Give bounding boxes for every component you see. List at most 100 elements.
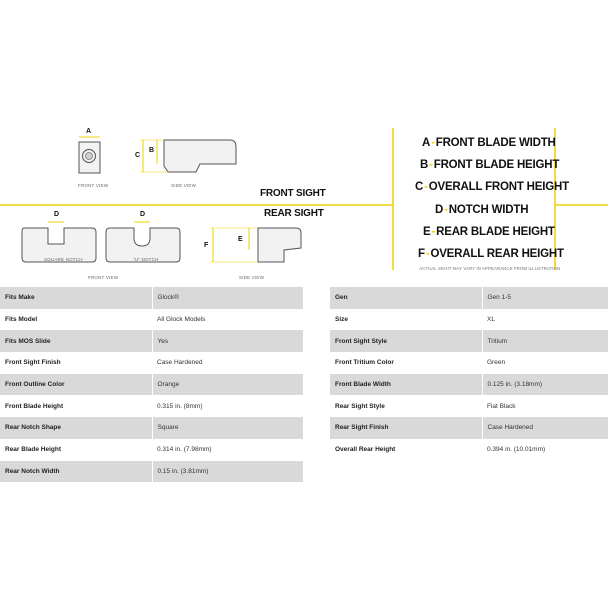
- table-row: Rear Blade Height 0.314 in. (7.98mm): [0, 439, 303, 461]
- legend-dash: -: [431, 137, 435, 149]
- rear-front-view-label: FRONT VIEW: [88, 275, 119, 280]
- spec-key: Front Tritium Color: [335, 359, 394, 367]
- dim-d-square-label: D: [54, 211, 60, 218]
- front-view-label: FRONT VIEW: [78, 183, 109, 188]
- table-row: Size XL: [330, 309, 608, 331]
- dim-a-label: A: [86, 128, 92, 135]
- legend-item: E-REAR BLADE HEIGHT: [423, 223, 555, 241]
- table-row: Rear Sight Finish Case Hardened: [330, 417, 608, 439]
- legend-item: A-FRONT BLADE WIDTH: [422, 134, 556, 152]
- legend-text: OVERALL REAR HEIGHT: [430, 248, 564, 260]
- dim-b-label: B: [149, 147, 155, 154]
- table-row: Front Blade Height 0.315 in. (8mm): [0, 395, 303, 417]
- legend-text: OVERALL FRONT HEIGHT: [428, 181, 569, 193]
- rear-sight-square-notch: [21, 221, 97, 263]
- table-row: Rear Notch Width 0.15 in. (3.81mm): [0, 460, 303, 483]
- front-sight-title: FRONT SIGHT: [260, 188, 326, 199]
- spec-key: Size: [335, 316, 349, 324]
- spec-value: Tritium: [481, 330, 608, 353]
- legend-disclaimer: ACTUAL SIGHT MAY VARY IN APPEARANCE FROM…: [419, 266, 561, 271]
- spec-value: XL: [487, 316, 495, 324]
- spec-key: Rear Sight Style: [335, 402, 385, 410]
- spec-key: Front Outline Color: [0, 373, 152, 396]
- dim-f-label: F: [204, 242, 209, 249]
- spec-key: Fits MOS Slide: [0, 330, 152, 353]
- spec-key: Gen: [330, 287, 482, 309]
- sight-diagram: A B C D D E F FRONT VIEW SIDE VIEW SQUAR…: [0, 0, 608, 290]
- legend-dash: -: [425, 248, 430, 260]
- spec-key: Front Sight Style: [330, 330, 482, 353]
- legend-dash: -: [424, 181, 428, 193]
- legend-item: C-OVERALL FRONT HEIGHT: [415, 178, 569, 196]
- spec-key: Rear Notch Shape: [0, 417, 152, 439]
- legend-text: FRONT BLADE HEIGHT: [433, 159, 560, 171]
- spec-key: Overall Rear Height: [335, 446, 396, 454]
- spec-value: All Glock Models: [157, 316, 206, 324]
- legend-item: D-NOTCH WIDTH: [435, 201, 529, 219]
- spec-value: Flat Black: [487, 402, 516, 410]
- table-row: Gen Gen 1-5: [330, 287, 608, 309]
- spec-key: Front Blade Height: [5, 402, 64, 410]
- spec-value: Glock®: [151, 287, 303, 309]
- legend-dash: -: [431, 226, 436, 238]
- spec-key: Front Sight Finish: [5, 359, 61, 367]
- rear-sight-u-notch: [105, 221, 181, 263]
- dim-d-u-label: D: [140, 211, 146, 218]
- rear-sight-title: REAR SIGHT: [264, 208, 324, 219]
- front-sight-side-view: [140, 139, 237, 173]
- table-row: Front Sight Finish Case Hardened: [0, 352, 303, 374]
- spec-value: 0.314 in. (7.98mm): [157, 446, 212, 454]
- sight-diagram-drawing: [0, 128, 608, 270]
- table-row: Fits Model All Glock Models: [0, 309, 303, 331]
- legend-text: REAR BLADE HEIGHT: [436, 226, 555, 238]
- table-row: Front Blade Width 0.125 in. (3.18mm): [330, 373, 608, 396]
- spec-value: Case Hardened: [157, 359, 203, 367]
- dim-c-label: C: [135, 152, 141, 159]
- table-row: Front Sight Style Tritium: [330, 330, 608, 353]
- spec-value: 0.315 in. (8mm): [157, 402, 203, 410]
- spec-value: Square: [151, 417, 303, 439]
- spec-value: Yes: [151, 330, 303, 353]
- spec-value: Orange: [151, 373, 303, 396]
- u-notch-label: "U" NOTCH: [133, 257, 159, 262]
- spec-key: Rear Blade Height: [5, 446, 61, 454]
- spec-key: Fits Model: [5, 316, 38, 324]
- legend-letter: A: [422, 137, 431, 149]
- front-sight-front-view: [78, 136, 101, 174]
- legend-letter: F: [418, 248, 425, 260]
- spec-value: Green: [487, 359, 506, 367]
- spec-value: Case Hardened: [481, 417, 608, 439]
- dim-e-label: E: [238, 236, 243, 243]
- spec-value: Gen 1-5: [481, 287, 608, 309]
- table-row: Front Outline Color Orange: [0, 373, 303, 396]
- legend-item: F-OVERALL REAR HEIGHT: [418, 245, 564, 263]
- table-row: Fits Make Glock®: [0, 287, 303, 309]
- legend-dash: -: [444, 204, 448, 216]
- legend-letter: C: [415, 181, 424, 193]
- spec-value: 0.394 in. (10.01mm): [487, 446, 546, 454]
- legend-item: B-FRONT BLADE HEIGHT: [420, 156, 559, 174]
- spec-table-right: Gen Gen 1-5 Size XL Front Sight Style Tr…: [330, 287, 608, 461]
- spec-table-left: Fits Make Glock® Fits Model All Glock Mo…: [0, 287, 303, 483]
- table-row: Fits MOS Slide Yes: [0, 330, 303, 353]
- spec-key: Front Blade Width: [330, 373, 482, 396]
- legend-letter: B: [420, 159, 429, 171]
- square-notch-label: SQUARE NOTCH: [44, 257, 83, 262]
- side-view-label: SIDE VIEW: [171, 183, 197, 188]
- table-row: Rear Sight Style Flat Black: [330, 395, 608, 417]
- table-row: Front Tritium Color Green: [330, 352, 608, 374]
- spec-value: 0.125 in. (3.18mm): [481, 373, 608, 396]
- table-row: Overall Rear Height 0.394 in. (10.01mm): [330, 439, 608, 461]
- legend-text: FRONT BLADE WIDTH: [435, 137, 556, 149]
- rear-side-view-label: SIDE VIEW: [239, 275, 265, 280]
- spec-key: Rear Sight Finish: [330, 417, 482, 439]
- table-row: Rear Notch Shape Square: [0, 417, 303, 439]
- rear-sight-side-view: [210, 227, 302, 263]
- spec-key: Rear Notch Width: [0, 460, 152, 483]
- spec-key: Fits Make: [0, 287, 152, 309]
- legend-dash: -: [429, 159, 433, 171]
- legend-letter: D: [435, 204, 444, 216]
- spec-value: 0.15 in. (3.81mm): [151, 460, 303, 483]
- legend-text: NOTCH WIDTH: [448, 204, 529, 216]
- legend-letter: E: [423, 226, 431, 238]
